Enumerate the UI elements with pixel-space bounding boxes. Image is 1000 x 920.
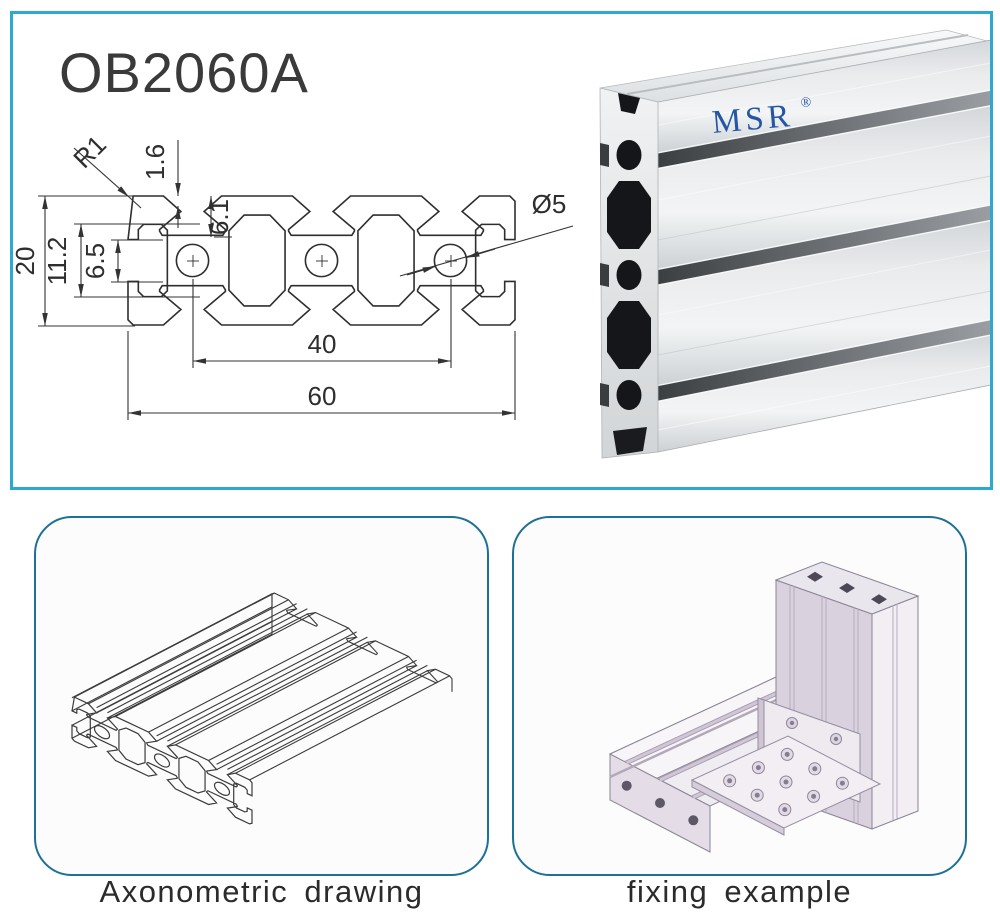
end-face-cavities [607, 93, 651, 455]
top-panel-graphics: MSR ® [13, 29, 990, 459]
fixing-caption: fixing example [626, 874, 853, 909]
dim-slot-depth: 6.1 [204, 199, 234, 235]
dim-lip-thickness: 1.6 [140, 144, 170, 180]
page-title: OB2060A [59, 41, 309, 104]
axonometric-panel [34, 516, 489, 876]
dim-hole-pitch: 40 [308, 329, 337, 359]
profile-photo: MSR ® [599, 29, 990, 459]
side-slot-notches [600, 143, 609, 407]
axonometric-drawing [70, 590, 454, 827]
fixing-example-render [608, 561, 920, 853]
post-top-cells [807, 571, 887, 605]
vertical-post [774, 561, 920, 830]
extrusion-lines [71, 592, 450, 781]
brand-logo: MSR [711, 98, 796, 141]
axonometric-caption: Axonometric drawing [99, 874, 424, 909]
slot-lip-highlights [657, 89, 990, 402]
brushed-metal-streaks [657, 62, 990, 431]
dim-end-slot-cavity: 11.2 [42, 237, 72, 286]
main-panel: MSR ® [10, 11, 993, 490]
dim-hole-diameter: Ø5 [532, 189, 567, 219]
dimensions [38, 140, 574, 420]
dim-corner-radius: R1 [67, 129, 112, 174]
dim-overall-height: 20 [13, 247, 40, 276]
fixing-panel [512, 516, 967, 876]
hole-center-marks [187, 255, 457, 267]
dim-overall-width: 60 [308, 381, 337, 411]
corner-bracket [690, 697, 882, 836]
dimension-labels: 20 11.2 6.5 R1 1.6 6.1 Ø5 40 60 [13, 129, 566, 411]
registered-mark: ® [800, 95, 812, 111]
dim-end-slot-opening: 6.5 [80, 243, 110, 279]
cross-section-drawing [128, 196, 515, 325]
